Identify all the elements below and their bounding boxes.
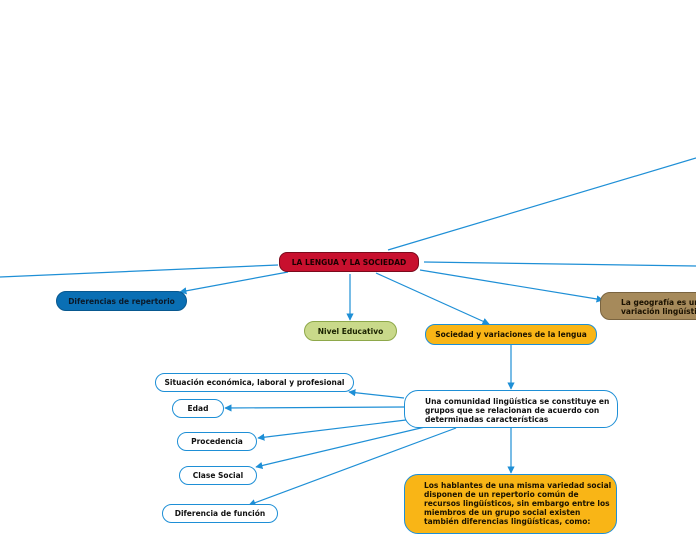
connector-root-to-geografia: [419, 269, 604, 303]
node-diferencias-repertorio[interactable]: Diferencias de repertorio: [56, 291, 187, 311]
connector-root-to-sociedad: [375, 272, 490, 325]
connector-comunidad-to-procedencia: [257, 419, 407, 441]
root-node[interactable]: LA LENGUA Y LA SOCIEDAD: [279, 252, 419, 272]
hablantes-line-3: recursos lingüísticos, sin embargo entre…: [424, 499, 610, 508]
geografia-line-2: variación lingüística: [621, 307, 696, 316]
node-situacion-economica[interactable]: Situación económica, laboral y profesion…: [155, 373, 354, 392]
node-comunidad-linguistica[interactable]: Una comunidad lingüística se constituye …: [404, 390, 618, 428]
comunidad-line-3: determinadas características: [425, 415, 549, 424]
node-sociedad-variaciones[interactable]: Sociedad y variaciones de la lengua: [425, 324, 597, 345]
comunidad-line-2: grupos que se relacionan de acuerdo con: [425, 406, 600, 415]
node-clase-social[interactable]: Clase Social: [179, 466, 257, 485]
geografia-line-1: La geografía es una: [621, 298, 696, 307]
node-edad[interactable]: Edad: [172, 399, 224, 418]
hablantes-line-4: miembros de un grupo social existen: [424, 508, 581, 517]
connector-root-to-right: [423, 261, 696, 267]
comunidad-line-1: Una comunidad lingüística se constituye …: [425, 397, 610, 406]
connector-comunidad-to-situacion: [348, 389, 405, 399]
connector-comunidad-to-clase: [255, 426, 426, 470]
connector-comunidad-to-edad: [224, 404, 405, 412]
node-procedencia[interactable]: Procedencia: [177, 432, 257, 451]
hablantes-line-5: también diferencias lingüísticas, como:: [424, 517, 591, 526]
connector-layer: [0, 157, 696, 507]
node-geografia[interactable]: La geografía es una variación lingüístic…: [600, 292, 696, 320]
node-diferencia-funcion[interactable]: Diferencia de función: [162, 504, 278, 523]
connector-root-to-diferencias: [179, 271, 289, 295]
hablantes-line-2: disponen de un repertorio común de: [424, 490, 579, 499]
node-nivel-educativo[interactable]: Nivel Educativo: [304, 321, 397, 341]
connector-comunidad-to-funcion: [248, 427, 457, 507]
node-hablantes[interactable]: Los hablantes de una misma variedad soci…: [404, 474, 617, 534]
connector-root-to-top-right: [387, 157, 696, 251]
hablantes-line-1: Los hablantes de una misma variedad soci…: [424, 481, 612, 490]
connector-root-to-left: [0, 264, 279, 278]
